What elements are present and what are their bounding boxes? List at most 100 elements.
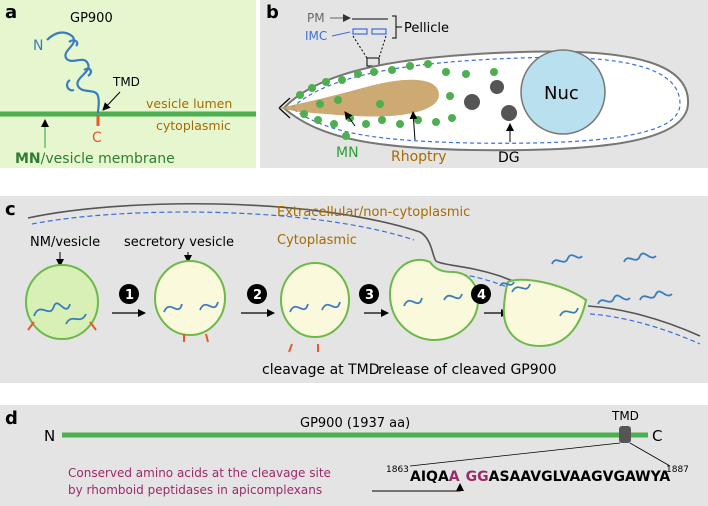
imc-sac-1 [352,28,368,35]
microneme [334,96,342,104]
step-3-label: 3 [365,288,374,303]
released-protein [551,254,583,265]
microneme [448,114,456,122]
micronemes [296,60,498,140]
cleaving-vesicle [280,262,350,338]
panel-a-label: a [5,2,17,23]
cleavage-label: cleavage at TMD [262,362,380,378]
n-terminus-label: N [33,38,43,54]
mn-label: MN [336,145,359,161]
microneme [376,100,384,108]
microneme [462,70,470,78]
released-protein [639,290,673,301]
conoid [278,97,291,119]
dense-granule [490,80,504,94]
conserved-caption-2: by rhomboid peptidases in apicomplexans [68,483,322,497]
c-terminus-d: C [652,427,662,445]
microneme [296,91,304,99]
microneme [424,60,432,68]
released-protein [623,252,657,263]
pm-right [587,305,701,337]
cytoplasmic-label-c: Cytoplasmic [277,233,357,248]
c-tail [27,321,35,331]
panel-b-label: b [266,2,279,23]
pellicle-bracket [392,15,402,39]
imc-sac-2 [371,28,387,35]
nm-vesicle [25,264,99,340]
panel-d: d N C GP900 (1937 aa) TMD Conserved amin… [0,405,708,506]
tmd-label: TMD [112,75,140,89]
n-terminus-d: N [44,427,55,445]
gp900-protein [46,31,100,114]
seq-part-c: GG [466,469,489,485]
microneme [308,84,316,92]
rhoptry-label: Rhoptry [391,149,447,165]
step-1-label: 1 [125,288,134,303]
zoom-line-left-d [409,442,621,467]
microneme [442,68,450,76]
microneme [370,68,378,76]
microneme [414,116,422,124]
microneme [378,116,386,124]
microneme [432,118,440,126]
tmd-box [619,426,631,443]
conserved-caption-1: Conserved amino acids at the cleavage si… [68,466,331,480]
step-4-badge [471,284,491,304]
released-protein [499,281,515,287]
gp900-protein-loops [65,39,93,92]
c-tail [89,321,97,331]
released-proteins [499,252,673,305]
gp900-title: GP900 [70,11,113,26]
dense-granule [501,105,517,121]
microneme [322,78,330,86]
tmd-label-d: TMD [611,409,639,423]
nucleus-label: Nuc [544,83,579,104]
c-terminus-label: C [92,130,102,146]
dg-label: DG [498,150,520,166]
panel-b: b PM IMC Pellicle Nuc [260,0,708,168]
nm-vesicle-label: NM/vesicle [30,235,100,250]
pm-label: PM [307,11,325,25]
released-protein [597,294,631,305]
membrane-label-mn: MN [15,151,41,167]
seq-part-a: AIQA [410,469,449,485]
c-tail [205,333,209,343]
release-label: release of cleaved GP900 [378,362,556,378]
fusing-vesicle [388,259,480,342]
step-2-badge [247,284,267,304]
mn-pointer [344,111,356,127]
microneme [342,132,350,140]
step-4-label: 4 [477,288,486,303]
vesicle-proteins [289,301,341,313]
microneme [338,76,346,84]
microneme [490,68,498,76]
rhoptry-pointer [409,111,418,141]
secretory-vesicle [154,260,226,336]
extracellular-label: Extracellular/non-cytoplasmic [277,205,470,220]
panel-d-label: d [5,408,18,429]
microneme [300,110,308,118]
microneme [316,100,324,108]
step-2-label: 2 [253,288,262,303]
microneme [446,92,454,100]
vesicle-proteins [403,293,463,307]
microneme [388,66,396,74]
imc-label: IMC [305,29,327,43]
gp900-length-title: GP900 (1937 aa) [300,416,410,431]
microneme [362,120,370,128]
vesicle-proteins [163,301,219,313]
cleavage-site-arrow [372,483,464,492]
panel-a: a GP900 N C TMD vesicle lumen cytoplasmi… [0,0,256,168]
panel-c: c Extracellular/non-cytoplasmic Cytoplas… [0,196,708,383]
released-vesicle [502,278,588,348]
step-1-badge [119,284,139,304]
pellicle-label: Pellicle [404,21,449,36]
panel-c-label: c [5,199,16,220]
dense-granules [464,80,517,121]
seq-part-b: A [449,469,460,485]
cleaved-tail [288,343,293,353]
secretory-vesicle-label: secretory vesicle [124,235,234,250]
vesicle-proteins [511,283,579,317]
